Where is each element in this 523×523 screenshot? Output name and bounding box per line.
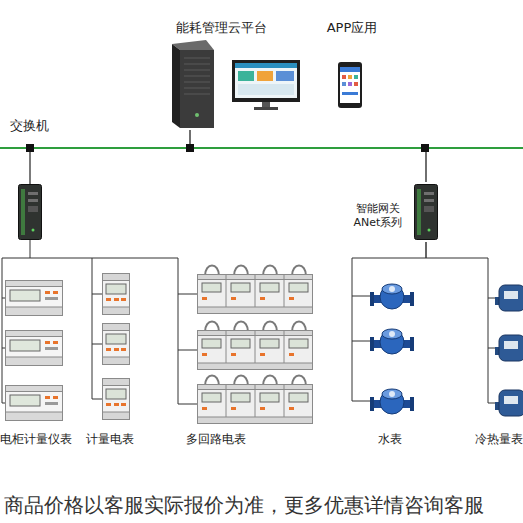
footer-note: 商品价格以客服实际报价为准，更多优惠详情咨询客服 xyxy=(4,492,484,519)
node-label: 能耗管理云平台 xyxy=(176,20,267,36)
app-icon xyxy=(342,75,346,79)
multi-circuit-meter xyxy=(198,376,313,424)
app-icon xyxy=(354,75,358,79)
node-label: 交换机 xyxy=(10,118,49,134)
platform-group: 能耗管理云平台 xyxy=(160,16,302,130)
server-top xyxy=(172,40,214,50)
screen-panel xyxy=(238,84,294,95)
network-link xyxy=(352,242,426,270)
app-icon xyxy=(348,82,352,86)
node-label: 智能网关 ANet系列 xyxy=(348,202,408,230)
heat-meter xyxy=(495,285,523,311)
heat-meter xyxy=(495,390,523,416)
phone-body xyxy=(338,62,362,108)
screen-tile xyxy=(276,71,294,81)
meter-group: 冷热量表 xyxy=(470,270,523,446)
monitor-frame xyxy=(232,60,300,102)
gateway-device xyxy=(415,185,438,240)
node-label: 计量电表 xyxy=(80,432,140,446)
multi-circuit-meter xyxy=(198,266,313,314)
meter-group: 电柜计量仪表 xyxy=(0,270,72,446)
server-front xyxy=(180,50,214,128)
rs485-wiring xyxy=(2,240,197,404)
app-bar xyxy=(342,92,358,95)
server-led xyxy=(195,113,199,117)
energy-meter xyxy=(103,274,130,315)
bus-line xyxy=(0,147,523,149)
energy-meter xyxy=(103,379,130,420)
junction-square xyxy=(421,144,429,152)
node-label: 水表 xyxy=(345,432,435,446)
screen-tile xyxy=(257,71,273,81)
server-bays xyxy=(184,58,210,94)
phone-screen xyxy=(340,67,360,103)
meter-group: 计量电表 xyxy=(80,270,140,446)
monitor-base xyxy=(254,107,278,110)
panel-meter xyxy=(6,331,63,366)
node-label: 多回路电表 xyxy=(186,432,246,446)
energy-meter xyxy=(103,324,130,365)
rs485-wiring xyxy=(352,270,495,403)
app-icon xyxy=(348,75,352,79)
meter-group: 水表 xyxy=(345,270,435,446)
heat-meter xyxy=(495,335,523,361)
node-label: 冷热量表 xyxy=(475,432,523,446)
monitor-stand xyxy=(262,102,270,107)
multi-circuit-meter xyxy=(198,322,313,370)
app-header xyxy=(340,67,360,72)
network-link xyxy=(189,130,190,144)
water-meter xyxy=(370,389,414,414)
edge-group xyxy=(190,130,488,270)
screen-tile xyxy=(238,71,254,81)
server-side xyxy=(172,44,180,128)
gateway-box: 智能网关 ANet系列 xyxy=(348,182,442,242)
water-meter xyxy=(370,329,414,354)
network-link xyxy=(426,242,488,270)
app-icon xyxy=(354,82,358,86)
water-meter xyxy=(370,284,414,309)
screen-header xyxy=(235,63,297,68)
switch-bus: 交换机 xyxy=(0,144,523,152)
panel-meter xyxy=(6,281,63,316)
node-label: APP应用 xyxy=(320,20,384,36)
junction-square xyxy=(26,144,34,152)
junction-square xyxy=(186,144,194,152)
monitor-screen xyxy=(235,63,297,98)
gateway-uplink xyxy=(29,148,30,184)
meter-group: 多回路电表 xyxy=(180,262,320,446)
network-link xyxy=(425,152,426,182)
gateway-device xyxy=(19,185,42,240)
panel-meter xyxy=(6,386,63,421)
app-icon xyxy=(342,82,346,86)
app-group: APP应用 xyxy=(320,16,384,112)
node-label: 电柜计量仪表 xyxy=(0,432,72,446)
